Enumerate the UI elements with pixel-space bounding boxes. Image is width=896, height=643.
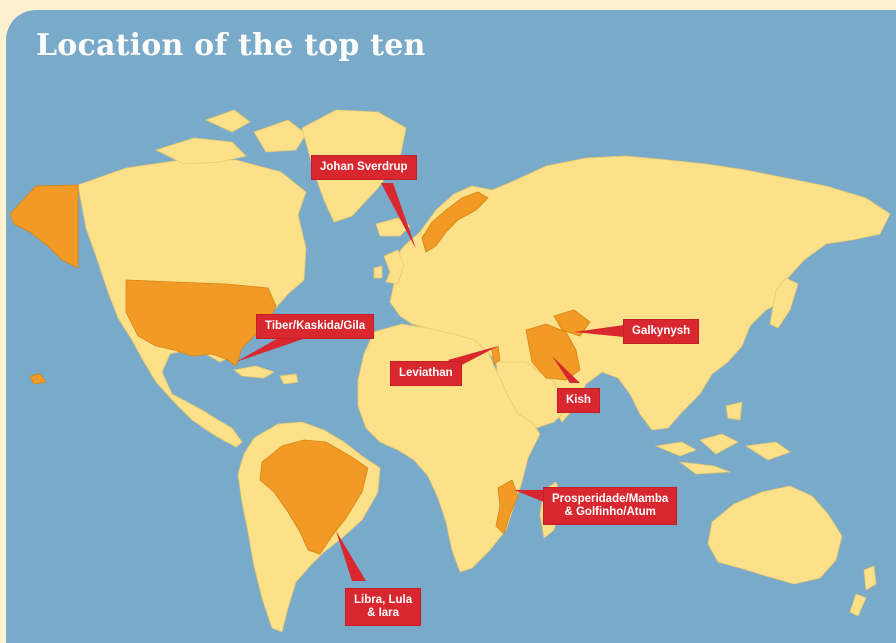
label-text: Tiber/Kaskida/Gila [265,320,366,332]
country-alaska [9,184,79,269]
landmass-australia [707,485,843,585]
pointer-johan-sverdrup [381,183,416,249]
landmass-caribbean [233,365,299,385]
label-galkynysh: Galkynysh [624,320,699,343]
label-johan-sverdrup: Johan Sverdrup [312,156,416,179]
country-israel [491,345,501,365]
label-tiber-kaskida-gila: Tiber/Kaskida/Gila [257,315,374,338]
label-line-2: & Iara [367,607,400,619]
label-leviathan: Leviathan [391,362,461,385]
label-line-1: Prosperidade/Mamba [552,493,669,505]
label-text: Galkynysh [632,325,691,337]
pointer-prosperidade [514,490,544,502]
landmass-new-zealand [849,565,877,617]
map-title: Location of the top ten [36,28,426,63]
pointer-galkynysh [574,325,624,337]
label-line-1: Libra, Lula [354,594,413,606]
label-prosperidade-mamba: Prosperidade/Mamba & Golfinho/Atum [544,488,677,524]
country-hawaii [29,373,47,385]
landmass-arctic-islands [154,109,307,165]
landmass-japan [769,277,799,329]
label-text: Leviathan [399,367,453,379]
landmass-indonesia [654,401,791,475]
country-mozambique [495,479,519,535]
country-norway [421,191,489,253]
landmass-british-isles [373,249,405,285]
country-iran [525,323,581,381]
country-brazil [259,439,369,555]
world-map [6,10,896,643]
label-text: Kish [566,394,591,406]
pointer-libra [336,531,366,581]
map-panel: Location of the top ten [6,10,896,643]
landmass-iceland [375,217,411,237]
pointer-kish [552,356,580,383]
label-libra-lula-iara: Libra, Lula & Iara [346,589,421,625]
label-line-2: & Golfinho/Atum [564,506,656,518]
country-united-states [125,279,277,367]
label-text: Johan Sverdrup [320,161,408,173]
label-kish: Kish [558,389,599,412]
country-turkmenistan [553,309,591,337]
